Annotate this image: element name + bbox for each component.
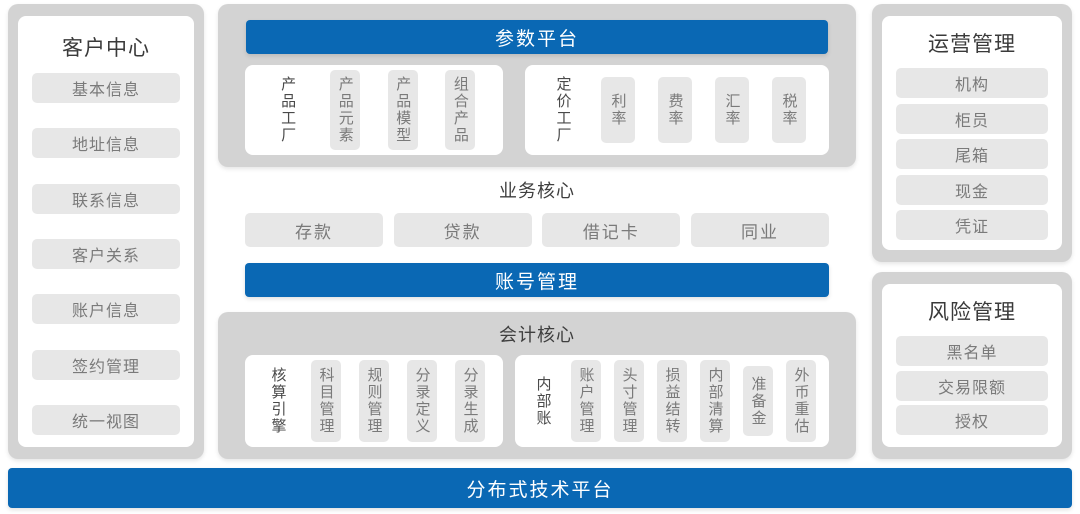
vertical-chip[interactable]: 账户管理 <box>571 360 601 442</box>
vertical-chip[interactable]: 产品模型 <box>387 70 418 150</box>
list-item[interactable]: 授权 <box>896 405 1048 435</box>
internal-account-group: 内部账 账户管理 头寸管理 损益结转 内部清算 准备金 外币重估 <box>515 355 829 447</box>
customer-center-list: 基本信息 地址信息 联系信息 客户关系 账户信息 签约管理 统一视图 <box>32 73 180 435</box>
business-chip-loan[interactable]: 贷款 <box>393 213 532 247</box>
business-chip-deposit[interactable]: 存款 <box>245 213 383 247</box>
vertical-chip[interactable]: 汇率 <box>715 77 749 143</box>
accounting-core-title: 会计核心 <box>499 325 575 345</box>
pricing-factory-group: 定价工厂 利率 费率 汇率 税率 <box>525 65 829 155</box>
business-core-section: 业务核心 存款 贷款 借记卡 同业 账号管理 <box>218 172 856 304</box>
parameter-platform-banner[interactable]: 参数平台 <box>246 20 828 54</box>
list-item[interactable]: 基本信息 <box>32 73 180 103</box>
list-item[interactable]: 柜员 <box>896 103 1048 134</box>
vertical-chip[interactable]: 外币重估 <box>786 360 816 442</box>
vertical-chip[interactable]: 分录定义 <box>407 360 437 442</box>
customer-center-panel: 客户中心 基本信息 地址信息 联系信息 客户关系 账户信息 签约管理 统一视图 <box>8 4 204 459</box>
account-management-banner[interactable]: 账号管理 <box>245 263 829 297</box>
vertical-chip[interactable]: 分录生成 <box>455 360 485 442</box>
parameter-platform-panel: 参数平台 产品工厂 产品元素 产品模型 组合产品 定价工厂 利率 费率 汇率 税… <box>218 4 856 167</box>
operations-management-list: 机构 柜员 尾箱 现金 凭证 <box>896 68 1048 240</box>
risk-management-title: 风险管理 <box>928 301 1016 324</box>
business-core-row: 存款 贷款 借记卡 同业 <box>245 213 829 247</box>
list-item[interactable]: 机构 <box>896 68 1048 98</box>
customer-center-title: 客户中心 <box>62 37 150 60</box>
vertical-chip[interactable]: 规则管理 <box>359 360 389 442</box>
vertical-chip[interactable]: 损益结转 <box>657 360 687 442</box>
product-factory-group: 产品工厂 产品元素 产品模型 组合产品 <box>245 65 503 155</box>
vertical-label[interactable]: 内部账 <box>534 375 552 427</box>
risk-management-panel: 风险管理 黑名单 交易限额 授权 <box>872 272 1072 459</box>
distributed-tech-platform-banner[interactable]: 分布式技术平台 <box>8 468 1072 508</box>
business-core-title: 业务核心 <box>499 181 575 201</box>
risk-management-inner: 风险管理 黑名单 交易限额 授权 <box>882 284 1062 447</box>
list-item[interactable]: 交易限额 <box>896 370 1048 401</box>
operations-management-inner: 运营管理 机构 柜员 尾箱 现金 凭证 <box>882 16 1062 250</box>
list-item[interactable]: 黑名单 <box>896 336 1048 366</box>
accounting-core-panel: 会计核心 核算引擎 科目管理 规则管理 分录定义 分录生成 内部账 账户管理 头… <box>218 312 856 459</box>
list-item[interactable]: 联系信息 <box>32 183 180 214</box>
vertical-chip[interactable]: 利率 <box>601 77 635 143</box>
list-item[interactable]: 凭证 <box>896 210 1048 240</box>
vertical-chip[interactable]: 准备金 <box>743 366 773 436</box>
vertical-chip[interactable]: 头寸管理 <box>614 360 644 442</box>
vertical-chip[interactable]: 科目管理 <box>311 360 341 442</box>
list-item[interactable]: 账户信息 <box>32 294 180 325</box>
business-chip-debit-card[interactable]: 借记卡 <box>542 213 681 247</box>
vertical-chip[interactable]: 内部清算 <box>700 360 730 442</box>
vertical-chip[interactable]: 组合产品 <box>445 70 476 150</box>
list-item[interactable]: 客户关系 <box>32 238 180 269</box>
vertical-chip[interactable]: 产品元素 <box>330 70 361 150</box>
accounting-engine-group: 核算引擎 科目管理 规则管理 分录定义 分录生成 <box>245 355 503 447</box>
vertical-label[interactable]: 产品工厂 <box>279 76 297 144</box>
list-item[interactable]: 统一视图 <box>32 404 180 435</box>
vertical-label[interactable]: 核算引擎 <box>269 367 287 435</box>
business-chip-interbank[interactable]: 同业 <box>690 213 829 247</box>
operations-management-title: 运营管理 <box>928 33 1016 56</box>
vertical-chip[interactable]: 税率 <box>772 77 806 143</box>
vertical-chip[interactable]: 费率 <box>658 77 692 143</box>
operations-management-panel: 运营管理 机构 柜员 尾箱 现金 凭证 <box>872 4 1072 262</box>
list-item[interactable]: 签约管理 <box>32 349 180 380</box>
vertical-label[interactable]: 定价工厂 <box>554 76 572 144</box>
list-item[interactable]: 地址信息 <box>32 128 180 159</box>
risk-management-list: 黑名单 交易限额 授权 <box>896 336 1048 435</box>
list-item[interactable]: 现金 <box>896 174 1048 205</box>
list-item[interactable]: 尾箱 <box>896 139 1048 169</box>
customer-center-inner: 客户中心 基本信息 地址信息 联系信息 客户关系 账户信息 签约管理 统一视图 <box>18 16 194 447</box>
